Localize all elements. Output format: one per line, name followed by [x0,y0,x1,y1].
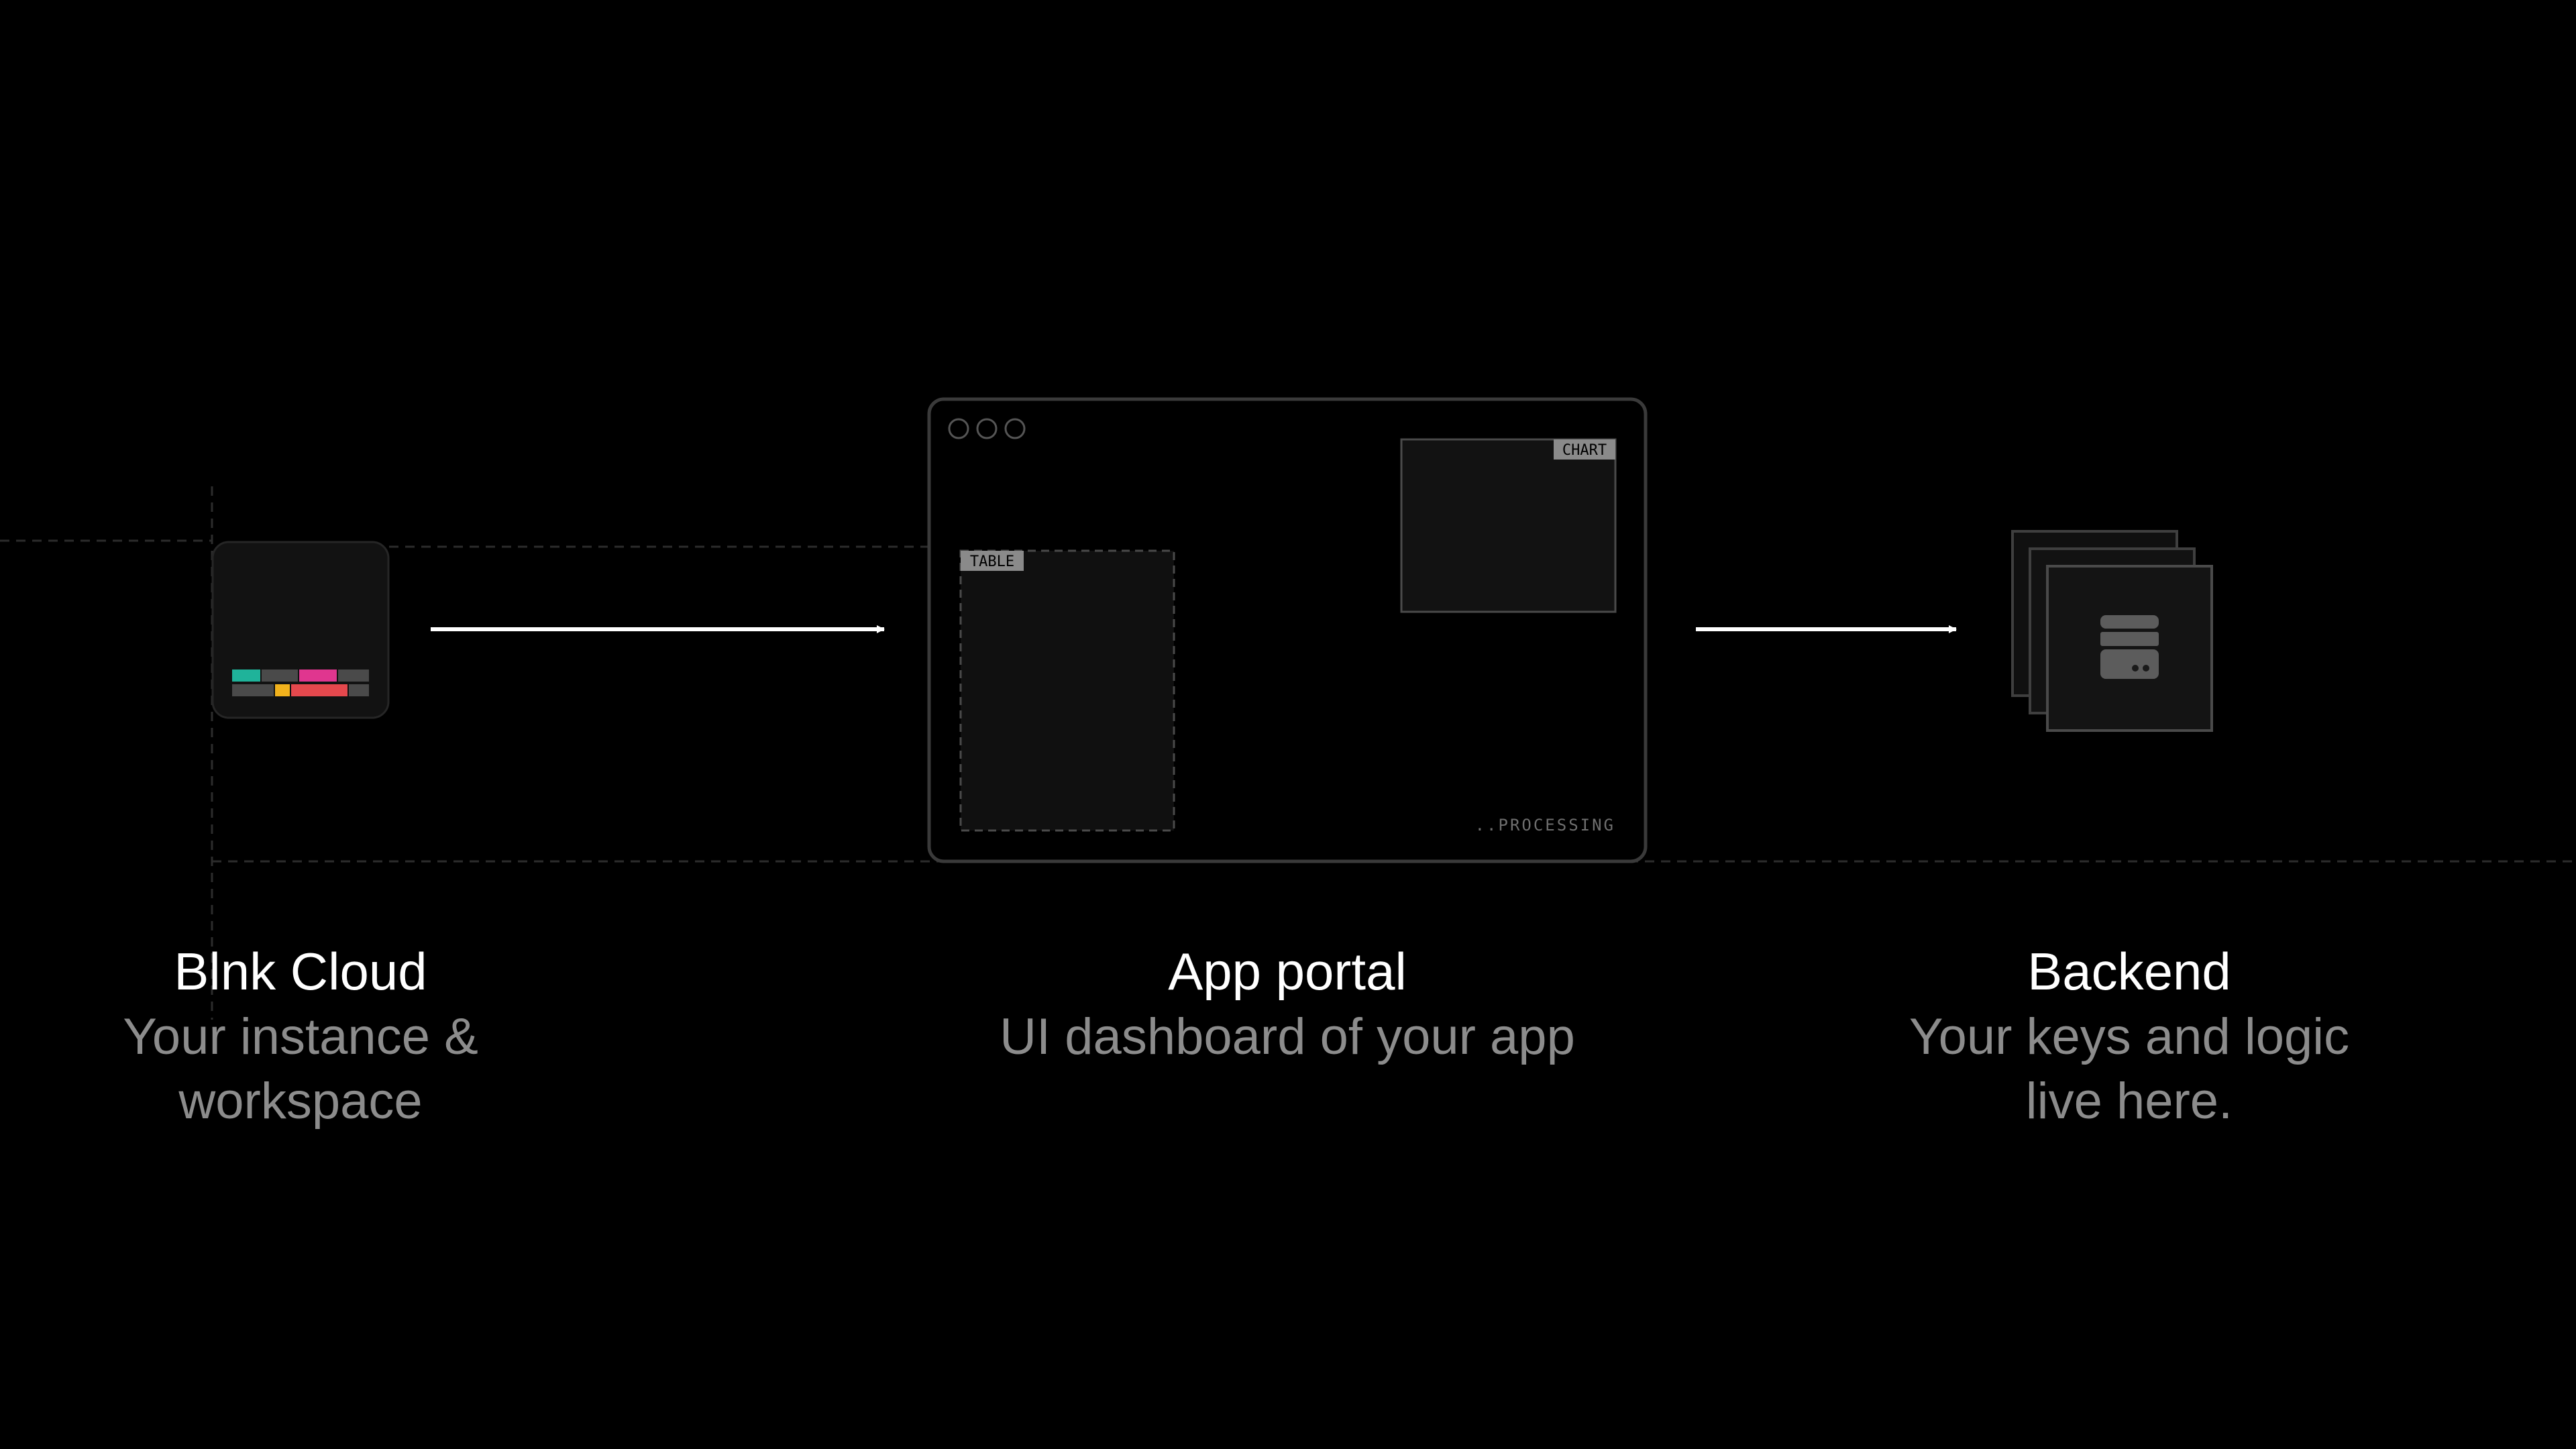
server-card-front [2046,565,2213,732]
blnk-cloud-title: Blnk Cloud [174,942,427,1001]
blnk-cloud-subtitle-line2: workspace [178,1073,423,1130]
table-panel [959,549,1175,832]
window-dot-icon [1004,418,1026,439]
blnk-logo-icon [232,669,369,696]
app-portal-node: TABLE CHART ..PROCESSING [927,397,1648,863]
app-portal-title: App portal [1168,942,1407,1001]
chart-tag: CHART [1562,442,1607,459]
window-controls [948,418,1026,439]
table-tag-bg [961,551,1024,571]
backend-caption: Backend Your keys and logic live here. [1909,938,2349,1134]
window-dot-icon [976,418,998,439]
database-led-icon [2132,665,2139,672]
app-portal-caption: App portal UI dashboard of your app [1000,938,1575,1069]
database-icon [2100,615,2159,679]
window-dot-icon [948,418,969,439]
app-portal-subtitle: UI dashboard of your app [1000,1008,1575,1065]
processing-status: ..PROCESSING [1475,816,1615,835]
backend-title: Backend [2027,942,2231,1001]
chart-panel [1400,438,1617,613]
backend-subtitle-line1: Your keys and logic [1909,1008,2350,1065]
chart-tag-bg [1554,439,1615,460]
database-led-icon [2143,665,2149,672]
backend-subtitle-line2: live here. [2025,1073,2233,1130]
table-tag: TABLE [970,553,1014,570]
server-stack-icon [2011,530,2213,732]
blnk-cloud-node [211,541,390,719]
blnk-cloud-caption: Blnk Cloud Your instance & workspace [123,938,478,1134]
blnk-cloud-subtitle-line1: Your instance & [123,1008,478,1065]
